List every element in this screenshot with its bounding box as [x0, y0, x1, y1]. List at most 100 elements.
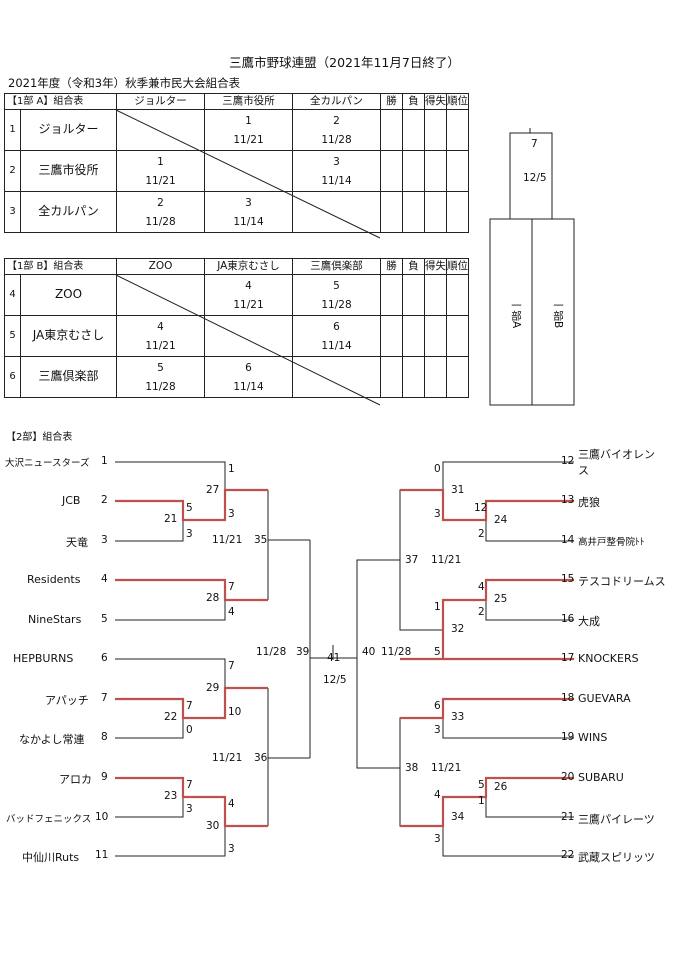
- team-no: 19: [561, 731, 575, 743]
- match-no: 30: [206, 820, 220, 832]
- league-table-a: 【1部 A】組合表 ジョルター 三鷹市役所 全カルパン 勝 負 得失 順位 1 …: [3, 93, 470, 233]
- match-no: 33: [451, 711, 465, 723]
- score: 10: [228, 706, 242, 718]
- match-date: 11/21: [431, 762, 462, 774]
- team-no: 13: [561, 494, 575, 506]
- score: 4: [478, 581, 485, 593]
- team-no: 10: [95, 811, 109, 823]
- team-no: 5: [101, 613, 108, 625]
- team-no: 11: [95, 849, 109, 861]
- team-name: WINS: [578, 731, 608, 744]
- score: 5: [478, 779, 485, 791]
- team-name: 中仙川Ruts: [22, 851, 80, 864]
- team-no: 14: [561, 534, 575, 546]
- match-date: 11/21: [212, 752, 243, 764]
- score: 3: [228, 508, 235, 520]
- team-no: 17: [561, 652, 575, 664]
- team-no: 18: [561, 692, 575, 704]
- team-name: アパッチ: [45, 694, 89, 707]
- team-no: 1: [101, 455, 108, 467]
- div1-final-date: 12/5: [523, 172, 547, 184]
- score: 3: [434, 833, 441, 845]
- score: 0: [434, 463, 441, 475]
- team-name: 大沢ニュースターズ: [5, 458, 90, 469]
- team-name: Residents: [27, 573, 81, 586]
- team-name: 高井戸整骨院ﾄﾄ: [578, 537, 645, 548]
- team-no: 12: [561, 455, 575, 467]
- team-name: 天竜: [66, 536, 88, 549]
- team-no: 7: [101, 692, 108, 704]
- score: 1: [434, 601, 441, 613]
- team-name: バッドフェニックス: [6, 814, 92, 825]
- team-no: 3: [101, 534, 108, 546]
- score: 2: [478, 606, 485, 618]
- div1-final-match-no: 7: [531, 138, 538, 150]
- match-no: 37: [405, 554, 419, 566]
- page-title: 三鷹市野球連盟（2021年11月7日終了）: [229, 55, 460, 70]
- match-no: 41: [327, 652, 341, 664]
- match-no: 29: [206, 682, 220, 694]
- col-header: JA東京むさし: [204, 258, 293, 275]
- score: 3: [186, 803, 193, 815]
- page-subtitle: 2021年度（令和3年）秋季兼市民大会組合表: [8, 76, 241, 90]
- match-no: 24: [494, 514, 508, 526]
- table-diagonals: [115, 109, 381, 406]
- section-2-label: 【2部】組合表: [6, 432, 73, 443]
- score: 5: [186, 502, 193, 514]
- league-table-b: 【1部 B】組合表 ZOO JA東京むさし 三鷹倶楽部 勝 負 得失 順位 4 …: [4, 258, 469, 398]
- team-name: NineStars: [28, 613, 82, 626]
- score: 4: [228, 798, 235, 810]
- div1-b-label: 一部B: [552, 300, 564, 329]
- match-no: 22: [164, 711, 178, 723]
- diagonal-cell: [292, 356, 381, 398]
- team-name: なかよし常連: [19, 733, 85, 746]
- team-name: GUEVARA: [578, 692, 631, 705]
- score: 3: [434, 724, 441, 736]
- col-header: ジョルター: [116, 93, 206, 110]
- team-no: 21: [561, 811, 575, 823]
- team-no: 15: [561, 573, 575, 585]
- score: 6: [434, 700, 441, 712]
- team-name: HEPBURNS: [13, 652, 74, 665]
- score: 1: [228, 463, 235, 475]
- match-no: 28: [206, 592, 220, 604]
- score: 7: [228, 581, 235, 593]
- score: 4: [228, 606, 235, 618]
- match-date: 11/21: [212, 534, 243, 546]
- match-no: 34: [451, 811, 465, 823]
- match-date: 11/21: [431, 554, 462, 566]
- team-name: SUBARU: [578, 771, 624, 784]
- team-no: 8: [101, 731, 108, 743]
- team-name: KNOCKERS: [578, 652, 639, 665]
- team-no: 2: [101, 494, 108, 506]
- score: 2: [478, 528, 485, 540]
- match-date: 11/28: [256, 646, 287, 658]
- team-no: 4: [101, 573, 108, 585]
- team-no: 6: [101, 652, 108, 664]
- team-no: 16: [561, 613, 575, 625]
- col-header: 三鷹市役所: [204, 93, 294, 110]
- score: 0: [186, 724, 193, 736]
- score: 7: [228, 660, 235, 672]
- match-no: 32: [451, 623, 465, 635]
- score: 3: [434, 508, 441, 520]
- score: 7: [186, 779, 193, 791]
- team-no: 9: [101, 771, 108, 783]
- match-no: 21: [164, 513, 178, 525]
- team-name: JCB: [62, 494, 81, 507]
- match-no: 36: [254, 752, 268, 764]
- score: 3: [228, 843, 235, 855]
- match-no: 39: [296, 646, 310, 658]
- score: 5: [434, 646, 441, 658]
- match-no: 38: [405, 762, 419, 774]
- match-no: 31: [451, 484, 465, 496]
- team-name: 大成: [578, 615, 600, 628]
- match-date: 11/28: [381, 646, 412, 658]
- match-no: 40: [362, 646, 376, 658]
- team-name: 三鷹バイオレンス: [578, 448, 655, 477]
